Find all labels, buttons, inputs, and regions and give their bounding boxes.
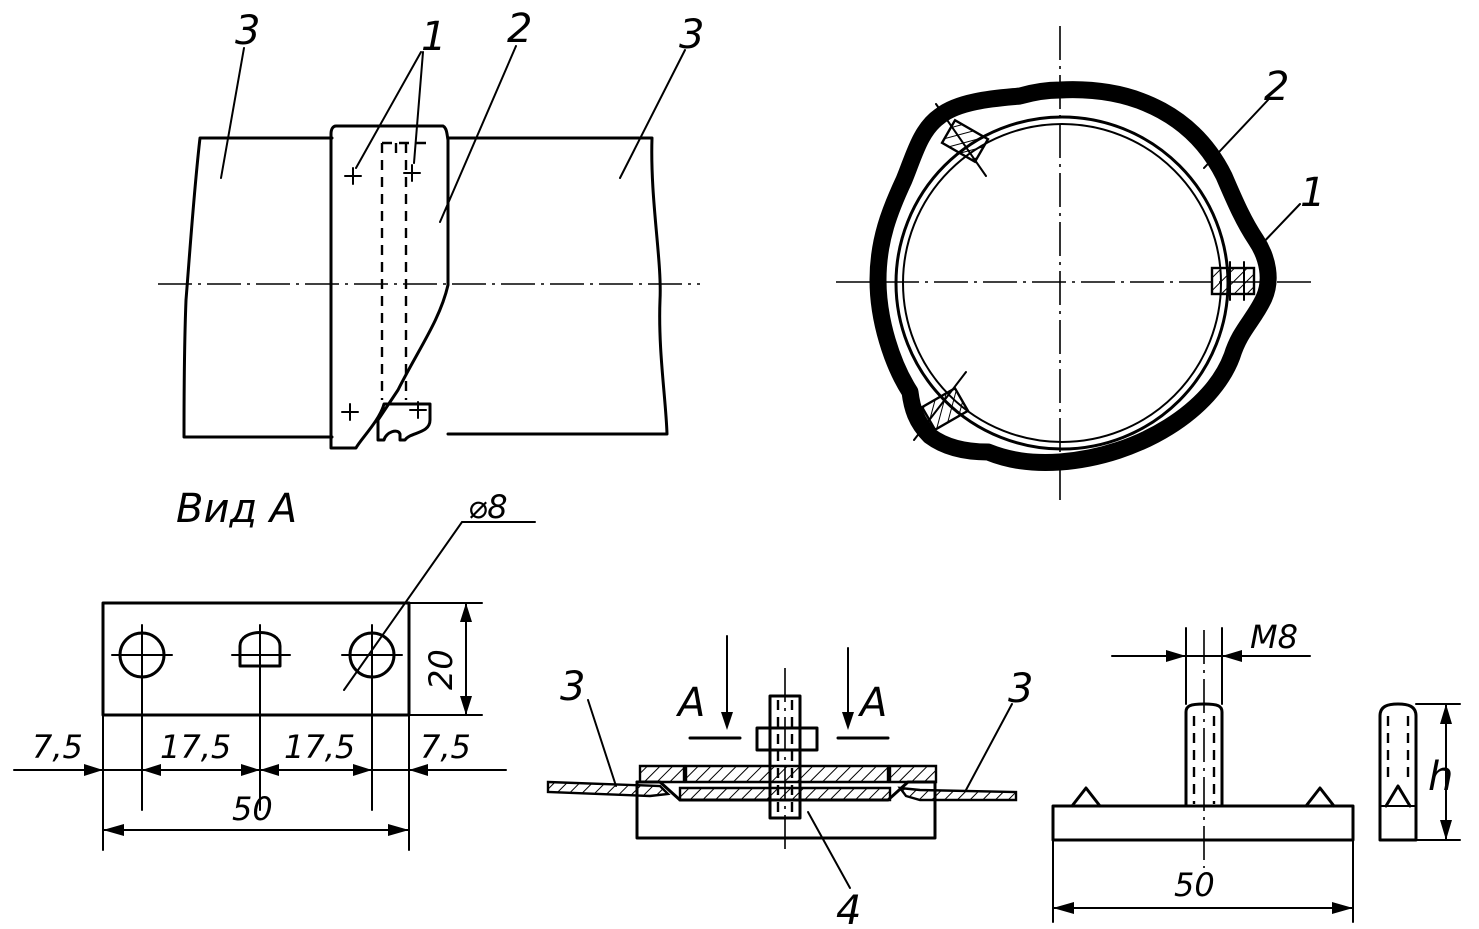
leader-bolt-circle [1257,203,1301,249]
clamp-band-ring [869,81,1277,471]
view-a-title: Вид А [176,486,297,532]
dim-hole-diameter: ⌀8 [468,488,508,526]
label-section-pipe-right: 3 [1008,666,1033,712]
section-view: А А 3 3 4 [546,635,1033,929]
section-bolt-thread [776,700,794,814]
section-clamp-plate-right [888,764,938,784]
section-pipe-wall-right [897,786,1018,802]
dim-edge-right: 7,5 [420,728,471,766]
clamp-band [329,124,450,450]
band-hidden-slot [380,141,430,400]
plate-outline [101,601,411,717]
bolt-top-left [935,103,990,177]
pipe-right-section [446,136,669,436]
stud-base-bump-right [1304,786,1336,808]
section-arrow-right-head [842,712,854,730]
label-band-top: 2 [507,6,532,52]
side-profile-outline [1378,702,1418,842]
dim-height-symbol: h [1428,754,1453,800]
leader-section-part [807,811,851,889]
section-arrow-left-head [721,712,733,730]
stud-base-plate [1051,804,1355,842]
dim-stud-length: 50 [1174,866,1215,904]
stud-base-bump-left [1070,786,1102,808]
label-pipe-left: 3 [235,8,260,54]
bolt-bottom-left [913,371,970,441]
dim-plate-height: 20 [422,649,460,690]
label-pipe-right: 3 [679,12,704,58]
label-bolt-circle: 1 [1300,170,1325,216]
dim-chain-extensions [102,687,410,851]
section-mark-right: А [857,680,887,726]
section-pipe-wall-left [546,780,671,798]
leader-band [439,45,517,223]
stud-thread-lines [1192,716,1216,804]
bolt-marks [341,164,427,421]
leader-bolt-1a [355,51,422,169]
pipe-end-view: 2 1 [836,26,1325,500]
side-profile-hidden [1386,716,1410,782]
leader-hole-diameter [343,521,536,691]
label-section-part: 4 [836,888,861,929]
side-profile: h [1378,702,1461,842]
dim-thread-extensions [1185,627,1223,705]
bolt-right [1210,261,1256,301]
leader-section-pipe-right [965,703,1013,791]
view-a-plate: Вид А ⌀8 20 7,5 17,5 17,5 7,5 50 [13,486,536,851]
dim-pitch-1: 17,5 [160,728,231,766]
leader-bolt-1b [413,51,424,164]
leader-pipe-right [619,49,686,179]
label-band-circle: 2 [1264,64,1289,110]
leader-band-circle [1203,99,1269,169]
dim-thread-size: М8 [1250,618,1298,656]
dim-thread-arrows [1166,650,1242,662]
dim-plate-length: 50 [232,790,273,828]
plate-hole-2 [238,631,282,668]
hole-centerlines [111,624,403,689]
section-clamp-plate-main [684,764,890,784]
label-section-pipe-left: 3 [560,664,585,710]
pipe-front-view: 3 1 2 3 [158,6,704,450]
leader-pipe-left [220,47,245,179]
dim-pitch-2: 17,5 [284,728,355,766]
dim-edge-left: 7,5 [32,728,83,766]
stud-detail: М8 50 [1051,618,1355,923]
leader-section-pipe-left [587,699,617,787]
pipe-left-section [182,136,334,439]
dim-chain-arrows [84,764,428,776]
section-nut [755,726,819,752]
section-mark-left: А [675,680,705,726]
side-profile-triangle [1384,784,1412,808]
section-band-base [635,780,937,840]
dim-h-extensions [1415,703,1461,841]
label-bolt-top: 1 [421,14,446,60]
section-clamp-plate [638,764,686,784]
